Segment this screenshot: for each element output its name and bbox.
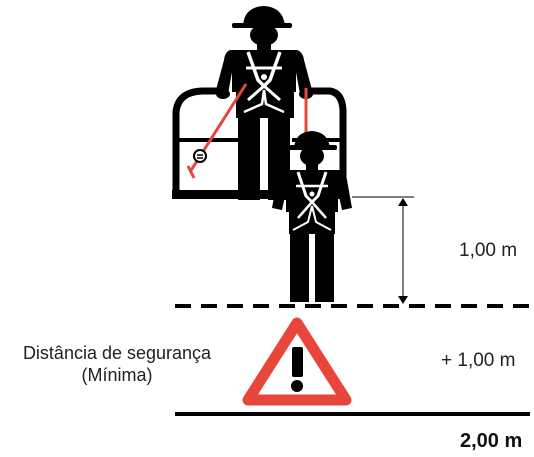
total-distance-label: 2,00 m [460,430,523,452]
safety-caption-line2: (Mínima) [81,365,153,385]
lower-worker-icon [272,131,352,302]
safety-distance-label: + 1,00 m [441,350,516,371]
upper-dimension-marker [352,196,414,304]
safety-caption: Distância de segurança (Mínima) [4,342,230,386]
warning-triangle-icon [242,317,352,406]
safety-caption-line1: Distância de segurança [22,343,212,363]
upper-distance-label: 1,00 m [459,240,518,261]
platform-basket-icon [172,83,347,199]
